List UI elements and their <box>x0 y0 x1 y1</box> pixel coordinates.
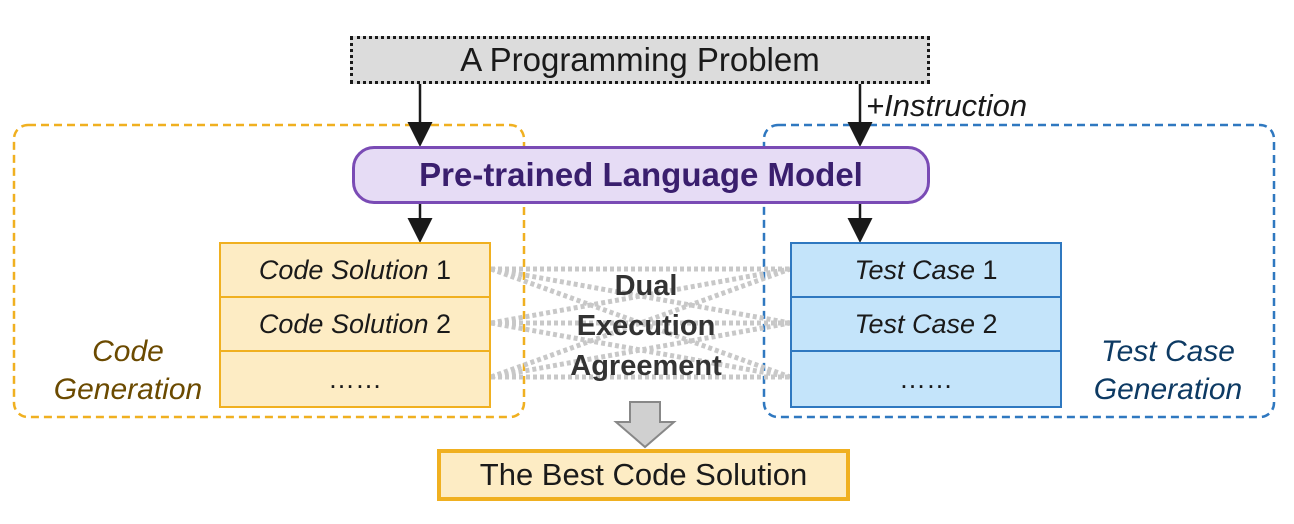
code-solution-row: …… <box>328 363 382 394</box>
programming-problem-box: A Programming Problem <box>350 36 930 84</box>
language-model-box: Pre-trained Language Model <box>352 146 930 204</box>
test-generation-label: Test Case Generation <box>1093 335 1243 406</box>
problem-label: A Programming Problem <box>460 41 820 78</box>
dual-execution-agreement-label: Dual Execution Agreement <box>570 270 722 382</box>
test-case-row: Test Case 2 <box>792 298 1060 352</box>
code-generation-label: Code Generation <box>53 335 203 406</box>
test-case-row: Test Case 1 <box>792 244 1060 298</box>
test-generation-region <box>762 123 1276 419</box>
best-solution-label: The Best Code Solution <box>479 457 808 492</box>
code-generation-region <box>12 123 526 419</box>
down-arrow-icon <box>613 401 677 449</box>
test-case-row: …… <box>899 363 953 394</box>
code-solutions-stack: Code Solution 1 Code Solution 2 …… <box>219 242 491 408</box>
instruction-label: +Instruction <box>866 88 1028 123</box>
execution-links <box>490 266 791 380</box>
code-solution-row: Code Solution 2 <box>221 298 489 352</box>
best-solution-box: The Best Code Solution <box>437 449 850 501</box>
model-label: Pre-trained Language Model <box>419 156 863 193</box>
test-cases-stack: Test Case 1 Test Case 2 …… <box>790 242 1062 408</box>
code-solution-row: Code Solution 1 <box>221 244 489 298</box>
